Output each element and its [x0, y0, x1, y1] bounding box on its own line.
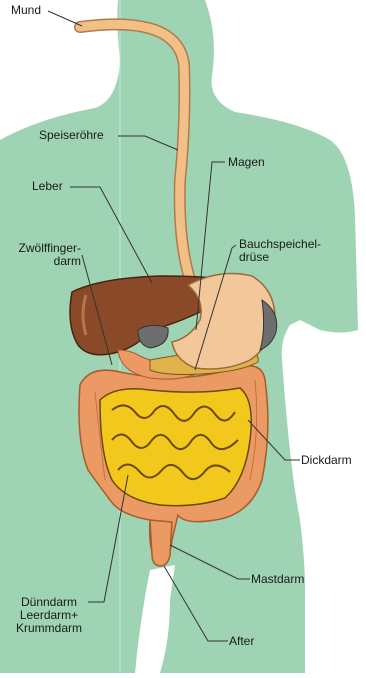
label-zwoelffinger-line2: darm — [6, 255, 81, 268]
label-duenndarm: Dünndarm Leerdarm+ Krummdarm — [6, 596, 92, 635]
label-mund: Mund — [11, 4, 41, 17]
leader-mund — [48, 11, 82, 26]
label-after: After — [229, 635, 254, 648]
rectum — [150, 520, 172, 566]
label-speiseroehre: Speiseröhre — [39, 129, 104, 142]
label-zwoelffinger: Zwölffinger- darm — [6, 242, 81, 268]
label-duenn-line3: Krummdarm — [6, 622, 92, 635]
label-bauchspeicheldruese: Bauchspeichel- drüse — [239, 238, 321, 264]
label-leber: Leber — [32, 180, 63, 193]
label-magen: Magen — [228, 156, 265, 169]
label-dickdarm: Dickdarm — [301, 454, 352, 467]
label-mastdarm: Mastdarm — [251, 573, 304, 586]
label-bauch-line2: drüse — [239, 251, 321, 264]
